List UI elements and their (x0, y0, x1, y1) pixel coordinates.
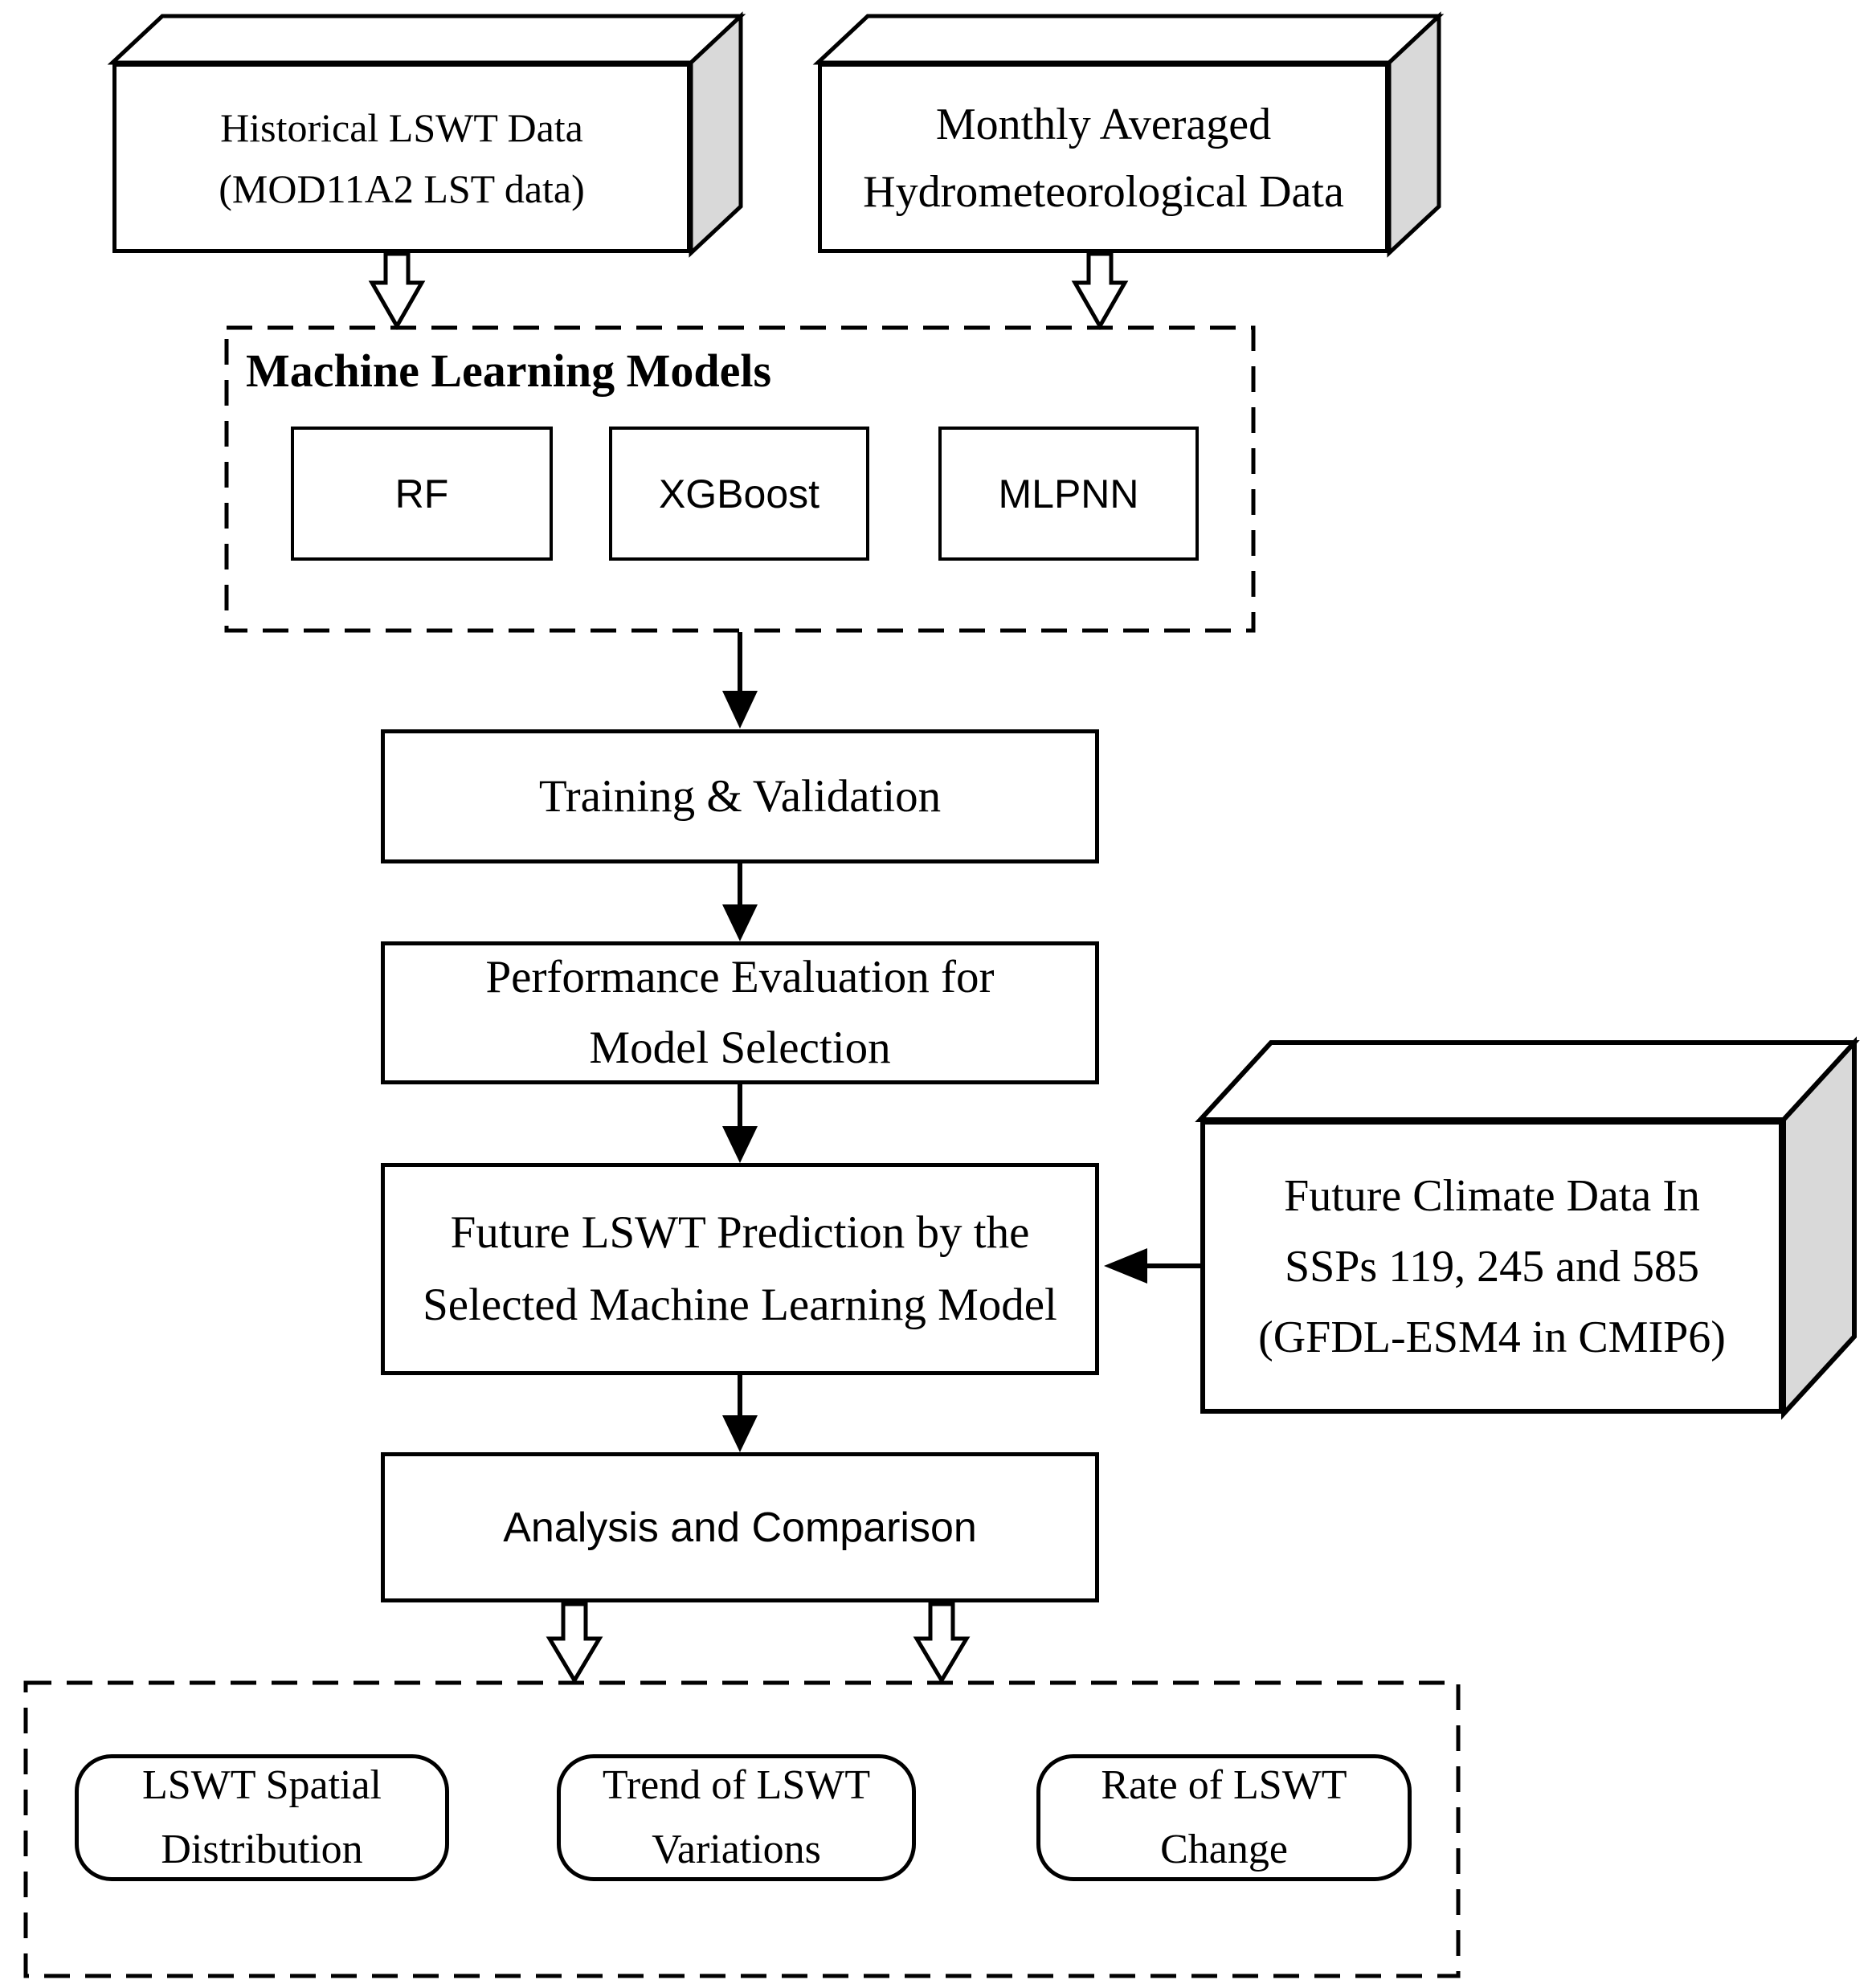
node-future-lswt-prediction: Future LSWT Prediction by the Selected M… (381, 1163, 1099, 1375)
node-label-line: Performance Evaluation for (485, 952, 995, 1002)
node-historical-lswt-data: Historical LSWT Data (MOD11A2 LST data) (112, 63, 691, 253)
historical-box-side-face (689, 11, 743, 258)
node-future-climate-data: Future Climate Data In SSPs 119, 245 and… (1200, 1120, 1784, 1414)
ml-models-group-title: Machine Learning Models (246, 345, 772, 397)
climate-box-side-face (1781, 1036, 1857, 1420)
node-output-trend-of-lswt-variations: Trend of LSWT Variations (557, 1754, 916, 1881)
node-performance-evaluation: Performance Evaluation for Model Selecti… (381, 941, 1099, 1084)
node-output-lswt-spatial-distribution: LSWT Spatial Distribution (75, 1754, 449, 1881)
outputs-dashed-border (23, 1680, 1461, 1978)
historical-box-top-face (107, 14, 746, 65)
node-label-line: Historical LSWT Data (220, 104, 583, 150)
node-label: MLPNN (998, 471, 1139, 516)
node-analysis-comparison: Analysis and Comparison (381, 1452, 1099, 1602)
node-label-line: Hydrometeorological Data (863, 166, 1344, 217)
node-label-line: Rate of LSWT (1101, 1762, 1347, 1808)
node-label-line: Selected Machine Learning Model (423, 1280, 1057, 1330)
node-label-line: Future Climate Data In (1284, 1171, 1700, 1221)
node-label: RF (394, 471, 449, 516)
node-label-line: Change (1160, 1827, 1288, 1872)
arrow-training-to-performance (722, 863, 758, 941)
arrow-performance-to-future (722, 1084, 758, 1163)
hollow-arrow-historical-to-ml (368, 251, 426, 331)
node-model-rf: RF (291, 427, 553, 561)
node-label-line: Monthly Averaged (935, 99, 1272, 149)
node-label-line: Future LSWT Prediction by the (450, 1207, 1030, 1258)
hydromet-box-side-face (1387, 11, 1441, 258)
node-label-line: Distribution (161, 1827, 363, 1872)
node-output-rate-of-lswt-change: Rate of LSWT Change (1036, 1754, 1412, 1881)
node-label-line: Model Selection (589, 1023, 891, 1073)
node-label-line: (GFDL-ESM4 in CMIP6) (1258, 1312, 1726, 1362)
node-training-validation: Training & Validation (381, 729, 1099, 863)
ml-models-dashed-border (224, 325, 1256, 633)
node-label: XGBoost (658, 471, 820, 516)
arrow-climate-to-future (1104, 1248, 1200, 1284)
node-label-line: SSPs 119, 245 and 585 (1284, 1242, 1699, 1292)
node-model-xgboost: XGBoost (609, 427, 869, 561)
hydromet-box-top-face (812, 14, 1445, 65)
node-label-line: LSWT Spatial (141, 1762, 382, 1808)
node-label: Training & Validation (538, 771, 942, 822)
node-hydrometeorological-data: Monthly Averaged Hydrometeorological Dat… (818, 63, 1389, 253)
node-label: Analysis and Comparison (503, 1504, 977, 1551)
hollow-arrow-analysis-to-outputs-left (546, 1602, 603, 1684)
arrow-ml-to-training (722, 632, 758, 729)
hollow-arrow-hydromet-to-ml (1071, 251, 1129, 331)
climate-box-top-face (1195, 1040, 1860, 1122)
node-model-mlpnn: MLPNN (938, 427, 1199, 561)
arrow-future-to-analysis (722, 1375, 758, 1452)
node-label-line: Trend of LSWT (602, 1762, 871, 1808)
node-label-line: (MOD11A2 LST data) (219, 165, 585, 211)
node-label-line: Variations (652, 1827, 821, 1872)
hollow-arrow-analysis-to-outputs-right (913, 1602, 971, 1684)
